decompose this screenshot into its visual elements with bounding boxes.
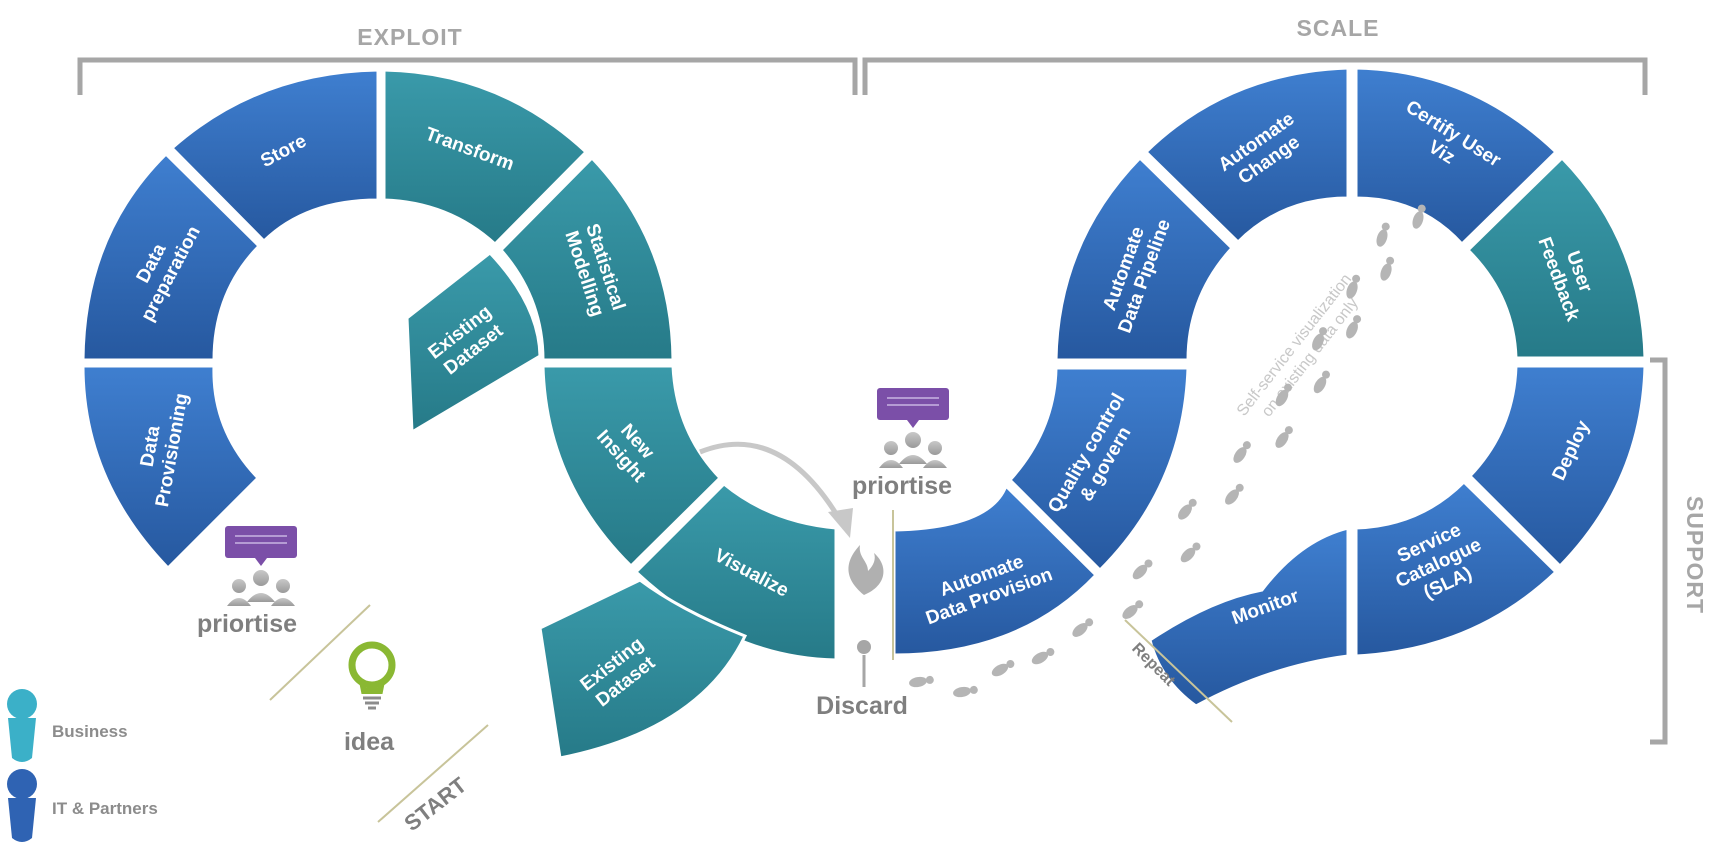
segment-shape <box>1354 66 1559 247</box>
scale-label: SCALE <box>1297 15 1380 41</box>
support-bracket <box>1650 357 1668 745</box>
segment-data-preparation: Datapreparation <box>81 151 262 362</box>
start-label: START <box>399 772 471 836</box>
segment-quality-control: Quality control& govern <box>1007 366 1190 573</box>
lightbulb-icon <box>348 641 396 710</box>
start-divider <box>377 724 489 823</box>
footprint <box>1180 542 1201 563</box>
segment-shape <box>1465 155 1647 360</box>
segment-automate-change: AutomateChange <box>1143 66 1350 245</box>
segment-shape <box>169 68 380 244</box>
support-label: SUPPORT <box>1682 496 1708 614</box>
discard-label: Discard <box>816 692 908 720</box>
idea-label: idea <box>344 728 395 756</box>
legend-business: Business <box>52 722 128 741</box>
segment-deploy: Deploy <box>1467 364 1647 569</box>
segment-existing-dataset-bottom: ExistingDataset <box>538 578 748 760</box>
segment-certify-user-viz: Certify UserViz <box>1354 66 1559 247</box>
segment-shape <box>1354 479 1559 658</box>
footprint <box>1346 274 1361 299</box>
segment-shape <box>541 364 723 569</box>
segment-user-feedback: UserFeedback <box>1465 155 1647 360</box>
segment-transform: Transform <box>382 68 589 247</box>
exploit-label: EXPLOIT <box>357 24 462 50</box>
segment-shape <box>81 151 262 362</box>
meeting-icon <box>877 388 949 468</box>
segment-shape <box>81 364 261 571</box>
footprint <box>1031 648 1055 665</box>
legend-it: IT & Partners <box>52 799 158 818</box>
footprint <box>1346 315 1362 339</box>
segment-service-catalogue: ServiceCatalogue(SLA) <box>1354 479 1559 658</box>
footprints-icon <box>909 204 1426 698</box>
segment-shape <box>1467 364 1647 569</box>
legend: Business IT & Partners <box>7 689 158 842</box>
footprint <box>909 675 934 688</box>
footprint <box>1233 441 1251 463</box>
person-icon <box>7 769 37 842</box>
person-icon <box>7 689 37 762</box>
footprint <box>1072 618 1094 637</box>
segment-new-insight: NewInsight <box>541 364 723 569</box>
footprint <box>1412 204 1426 229</box>
segment-shape <box>405 250 542 435</box>
footprint <box>1122 600 1144 619</box>
segment-store: Store <box>169 68 380 244</box>
fire-icon <box>848 545 884 687</box>
segment-shape <box>892 483 1099 657</box>
footprint <box>1132 559 1153 580</box>
footprint <box>991 660 1015 677</box>
segment-automate-data-pipeline: AutomateData Pipeline <box>1054 155 1235 362</box>
segment-automate-data-provision: AutomateData Provision <box>892 483 1099 657</box>
priortise-right-label: priortise <box>852 472 952 500</box>
repeat-divider <box>1124 619 1233 723</box>
meeting-icon <box>225 526 297 606</box>
segment-shape <box>1007 366 1190 573</box>
segment-monitor: Monitor <box>1148 526 1350 708</box>
segment-shape <box>538 578 748 760</box>
footprint <box>1178 498 1197 520</box>
footprint <box>1275 383 1292 407</box>
segment-shape <box>382 68 589 247</box>
segment-shape <box>1148 526 1350 708</box>
footprint <box>1376 222 1390 247</box>
footprint <box>1275 426 1293 448</box>
segment-data-provisioning: DataProvisioning <box>81 364 261 571</box>
note-line-1: Self-service visualization <box>1234 271 1355 420</box>
priortise-left-label: priortise <box>197 610 297 638</box>
segment-shape <box>1054 155 1235 362</box>
footprint <box>1313 370 1330 394</box>
footprint <box>953 685 978 698</box>
exploit-bracket <box>77 57 858 95</box>
footprint <box>1380 256 1395 281</box>
segment-existing-dataset-top: ExistingDataset <box>405 250 542 435</box>
flow-arrow <box>699 441 853 538</box>
footprint <box>1312 327 1328 351</box>
segment-shape <box>1143 66 1350 245</box>
segment-statistical-modelling: StatisticalModelling <box>498 155 675 362</box>
segment-shape <box>498 155 675 362</box>
segment-visualize: Visualize <box>633 481 838 662</box>
footprint <box>1225 483 1244 505</box>
idea-divider-top <box>269 604 371 701</box>
scale-bracket <box>862 57 1648 95</box>
